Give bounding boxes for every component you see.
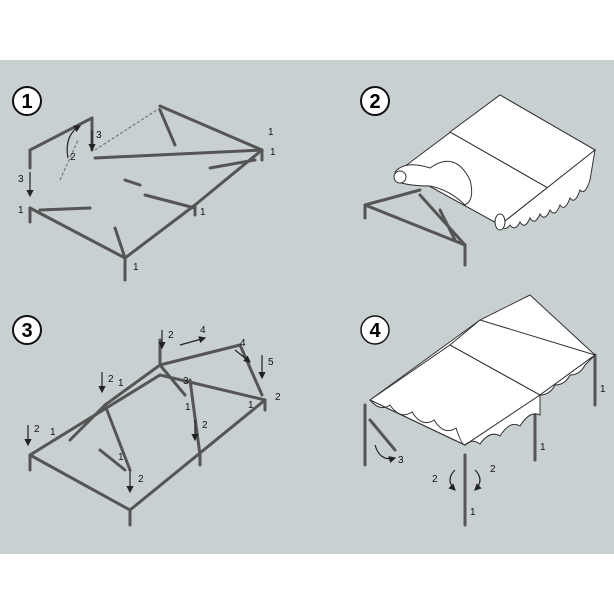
step-3-label: 5 bbox=[268, 357, 274, 368]
step-3-arrows bbox=[24, 330, 266, 494]
step-3-label: 2 bbox=[108, 374, 114, 385]
step-4: 4 3 2 2 1 1 1 bbox=[360, 294, 606, 527]
step-1-dashed-guides bbox=[59, 107, 161, 181]
step-1: 1 bbox=[12, 86, 276, 282]
step-1-label: 1 bbox=[200, 207, 206, 218]
step-3-label: 2 bbox=[202, 420, 208, 431]
step-3-label: 3 bbox=[183, 376, 189, 387]
step-4-label: 2 bbox=[432, 474, 438, 485]
step-2-number: 2 bbox=[369, 91, 380, 113]
step-1-badge: 1 bbox=[12, 86, 42, 116]
step-4-number: 4 bbox=[369, 320, 381, 342]
step-1-label: 1 bbox=[133, 262, 139, 273]
step-3-label: 2 bbox=[138, 474, 144, 485]
step-4-label: 3 bbox=[398, 455, 404, 466]
step-1-frame bbox=[28, 104, 264, 282]
step-4-label: 1 bbox=[540, 442, 546, 453]
step-3-label: 1 bbox=[185, 402, 191, 413]
step-3-label: 4 bbox=[200, 325, 206, 336]
step-1-arrows bbox=[26, 125, 96, 198]
step-3: 3 bbox=[12, 315, 281, 527]
step-1-label: 3 bbox=[96, 130, 102, 141]
step-1-label: 1 bbox=[268, 127, 274, 138]
step-1-number: 1 bbox=[21, 91, 32, 113]
step-3-label: 2 bbox=[275, 392, 281, 403]
step-4-label: 2 bbox=[490, 464, 496, 475]
step-3-number: 3 bbox=[21, 320, 32, 342]
step-4-label: 1 bbox=[470, 507, 476, 518]
step-2-canopy bbox=[393, 94, 596, 231]
step-4-badge: 4 bbox=[360, 315, 390, 345]
step-3-label: 2 bbox=[168, 330, 174, 341]
step-3-label: 4 bbox=[240, 338, 246, 349]
step-1-label: 2 bbox=[70, 152, 76, 163]
step-3-frame bbox=[28, 338, 267, 527]
step-3-label: 1 bbox=[118, 452, 124, 463]
step-2-badge: 2 bbox=[360, 86, 390, 116]
step-1-label: 3 bbox=[18, 174, 24, 185]
step-3-label: 1 bbox=[50, 427, 56, 438]
step-3-badge: 3 bbox=[12, 315, 42, 345]
step-4-arrows bbox=[374, 444, 482, 491]
step-3-label: 1 bbox=[248, 400, 254, 411]
step-1-label: 1 bbox=[18, 205, 24, 216]
step-3-label: 2 bbox=[34, 424, 40, 435]
step-1-label: 1 bbox=[270, 147, 276, 158]
step-2: 2 bbox=[360, 86, 596, 267]
step-3-label: 1 bbox=[118, 378, 124, 389]
step-4-canopy bbox=[369, 294, 596, 446]
step-4-label: 1 bbox=[600, 384, 606, 395]
step-2-frame bbox=[363, 188, 467, 267]
